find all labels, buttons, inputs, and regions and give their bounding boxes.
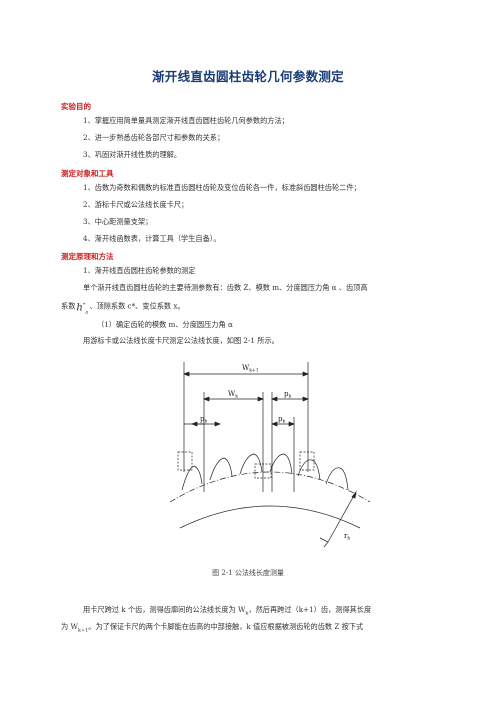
addendum-coefficient-symbol: h*a xyxy=(76,302,89,316)
step-title: （1）确定齿轮的模数 m、分度圆压力角 α xyxy=(97,320,233,329)
paragraph-line: 为 Wk+1。为了保证卡尺的两个卡脚能在齿高的中部接触，k 值应根据被测齿轮的齿… xyxy=(61,622,364,634)
gear-diagram: Wk+1 Wk pb pb pb rb xyxy=(169,362,371,548)
paragraph-line: 单个渐开线直齿圆柱齿轮的主要待测参数有：齿数 Z、模数 m、分度圆压力角 α 、… xyxy=(83,283,368,292)
list-item: 1、齿数为奇数和偶数的标准直齿圆柱齿轮及变位齿轮各一件，标准斜齿圆柱齿轮二件； xyxy=(83,183,361,192)
list-item: 2、进一步熟悉齿轮各部尺寸和参数的关系； xyxy=(83,133,225,142)
list-item: 4、渐开线函数表，计算工具（学生自备）。 xyxy=(83,234,221,243)
section-heading-purpose: 实验目的 xyxy=(61,102,91,111)
section-heading-objects: 测定对象和工具 xyxy=(61,169,114,178)
subsection-title: 1、渐开线直齿圆柱齿轮参数的测定 xyxy=(83,266,196,275)
label-wk1: Wk+1 xyxy=(242,364,259,374)
paragraph-line: 用游标卡或公法线长度卡尺测定公法线长度，如图 2-1 所示。 xyxy=(83,336,279,345)
section-heading-principle: 测定原理和方法 xyxy=(61,252,114,261)
paragraph-line: 用卡尺跨过 k 个齿，测得齿廓间的公法线长度为 Wk，然后再跨过（k+1）齿，测… xyxy=(83,605,372,617)
list-item: 3、巩固对渐开线性质的理解。 xyxy=(83,150,182,159)
list-item: 2、游标卡尺或公法线长度卡尺； xyxy=(83,200,189,209)
paragraph-line: 系数h*a、顶隙系数 c*、变位系数 x。 xyxy=(61,301,185,316)
label-pb-right: pb xyxy=(278,415,285,425)
page-title: 渐开线直齿圆柱齿轮几何参数测定 xyxy=(151,69,344,84)
pitch-circle xyxy=(169,471,371,503)
label-rb: rb xyxy=(344,532,350,542)
label-wk: Wk xyxy=(228,390,238,400)
list-item: 3、中心距测量支架； xyxy=(83,217,153,226)
base-radius-line xyxy=(327,491,357,543)
list-item: 1、掌握应用简单量具测定渐开线直齿圆柱齿轮几何参数的方法； xyxy=(83,116,289,125)
label-pb-left: pb xyxy=(200,415,207,425)
gear-measurement-figure: Wk+1 Wk pb pb pb rb xyxy=(169,352,371,562)
figure-caption: 图 2-1 公法线长度测量 xyxy=(212,569,284,577)
label-pb-top: pb xyxy=(284,390,291,400)
